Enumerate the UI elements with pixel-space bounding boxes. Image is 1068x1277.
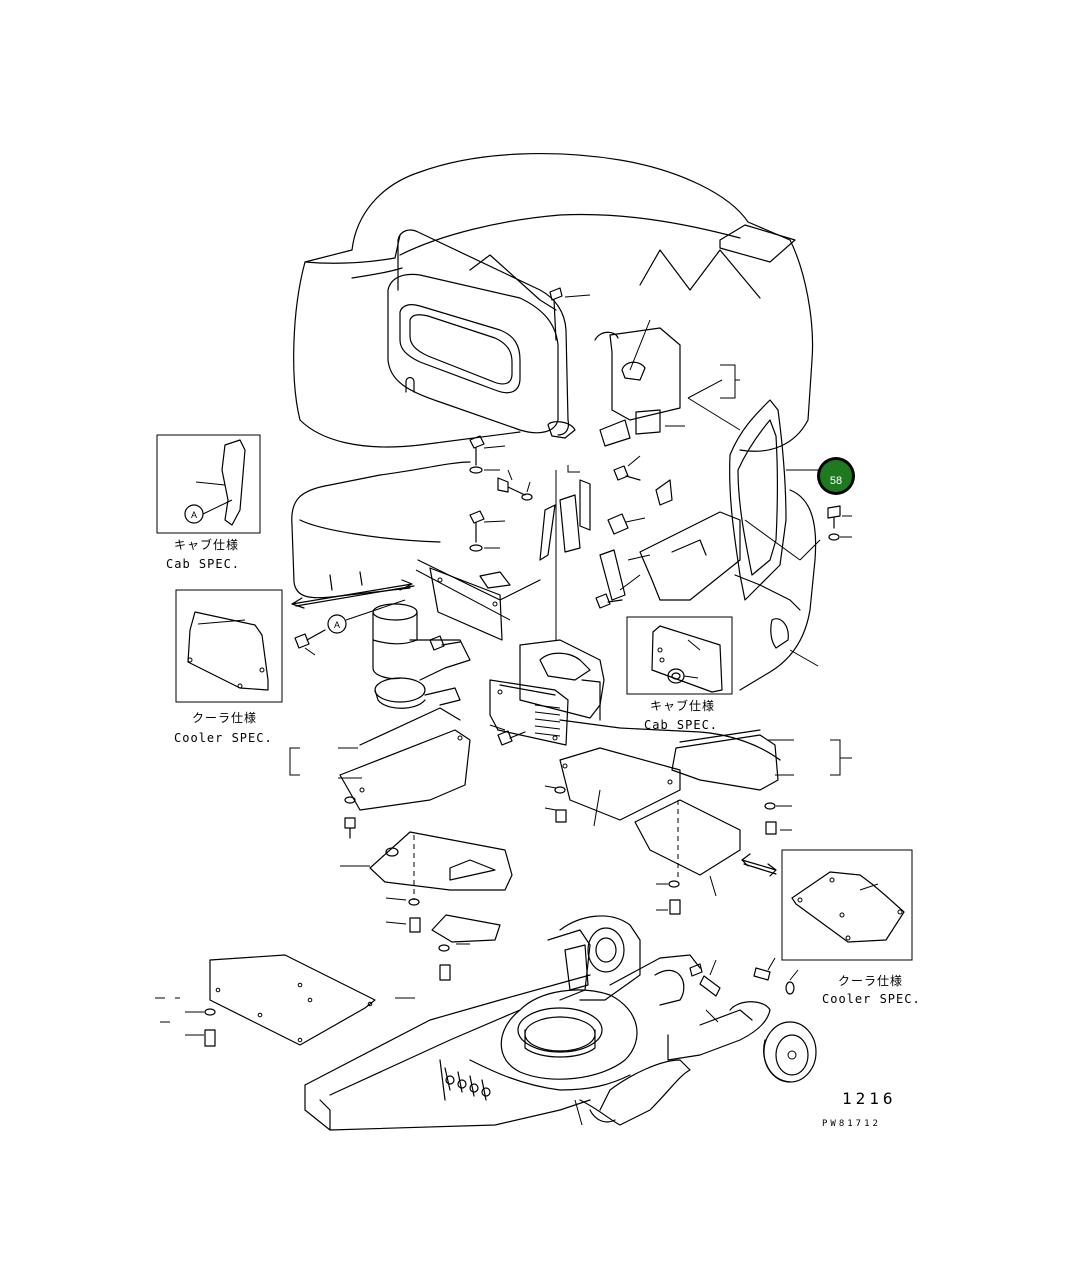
engine-hood [293,152,814,452]
drawing-code: PW81712 [822,1119,881,1129]
under-covers [289,707,852,981]
bolt-group-top [469,287,591,552]
page-number: 1216 [842,1089,897,1108]
inset-4-en-label: Cooler SPEC. [822,992,921,1006]
ref-mark-a-body: A [327,599,406,634]
inset-cooler-spec-right: クーラ仕様 Cooler SPEC. [781,849,921,1006]
callout-badge[interactable] [820,460,852,492]
right-cover-panel [729,399,852,691]
upper-frame-body [291,461,781,761]
inset-2-jp-label: クーラ仕様 [192,711,257,725]
callout-58[interactable]: 58 [817,457,855,495]
inset-2-en-label: Cooler SPEC. [174,731,273,745]
arrows [291,579,777,877]
callout-label: 58 [830,475,842,487]
inset-1-en-label: Cab SPEC. [166,557,240,571]
swing-post [294,603,471,709]
handrail-grill [387,229,576,439]
side-panels [539,319,741,640]
inset-3-jp-label: キャブ仕様 [650,698,715,713]
ref-mark-a-inset: A [191,510,197,520]
inset-4-jp-label: クーラ仕様 [838,974,903,988]
inset-cab-spec-right: キャブ仕様 Cab SPEC. [626,616,733,732]
inset-1-jp-label: キャブ仕様 [174,537,239,552]
inset-3-en-label: Cab SPEC. [644,718,718,732]
ref-mark-a-body-label: A [334,620,340,630]
inset-cooler-spec-left: クーラ仕様 Cooler SPEC. [174,589,283,745]
revolving-frame [155,915,817,1131]
inset-cab-spec-left: A キャブ仕様 Cab SPEC. [156,434,261,571]
grill-cover [489,679,569,746]
